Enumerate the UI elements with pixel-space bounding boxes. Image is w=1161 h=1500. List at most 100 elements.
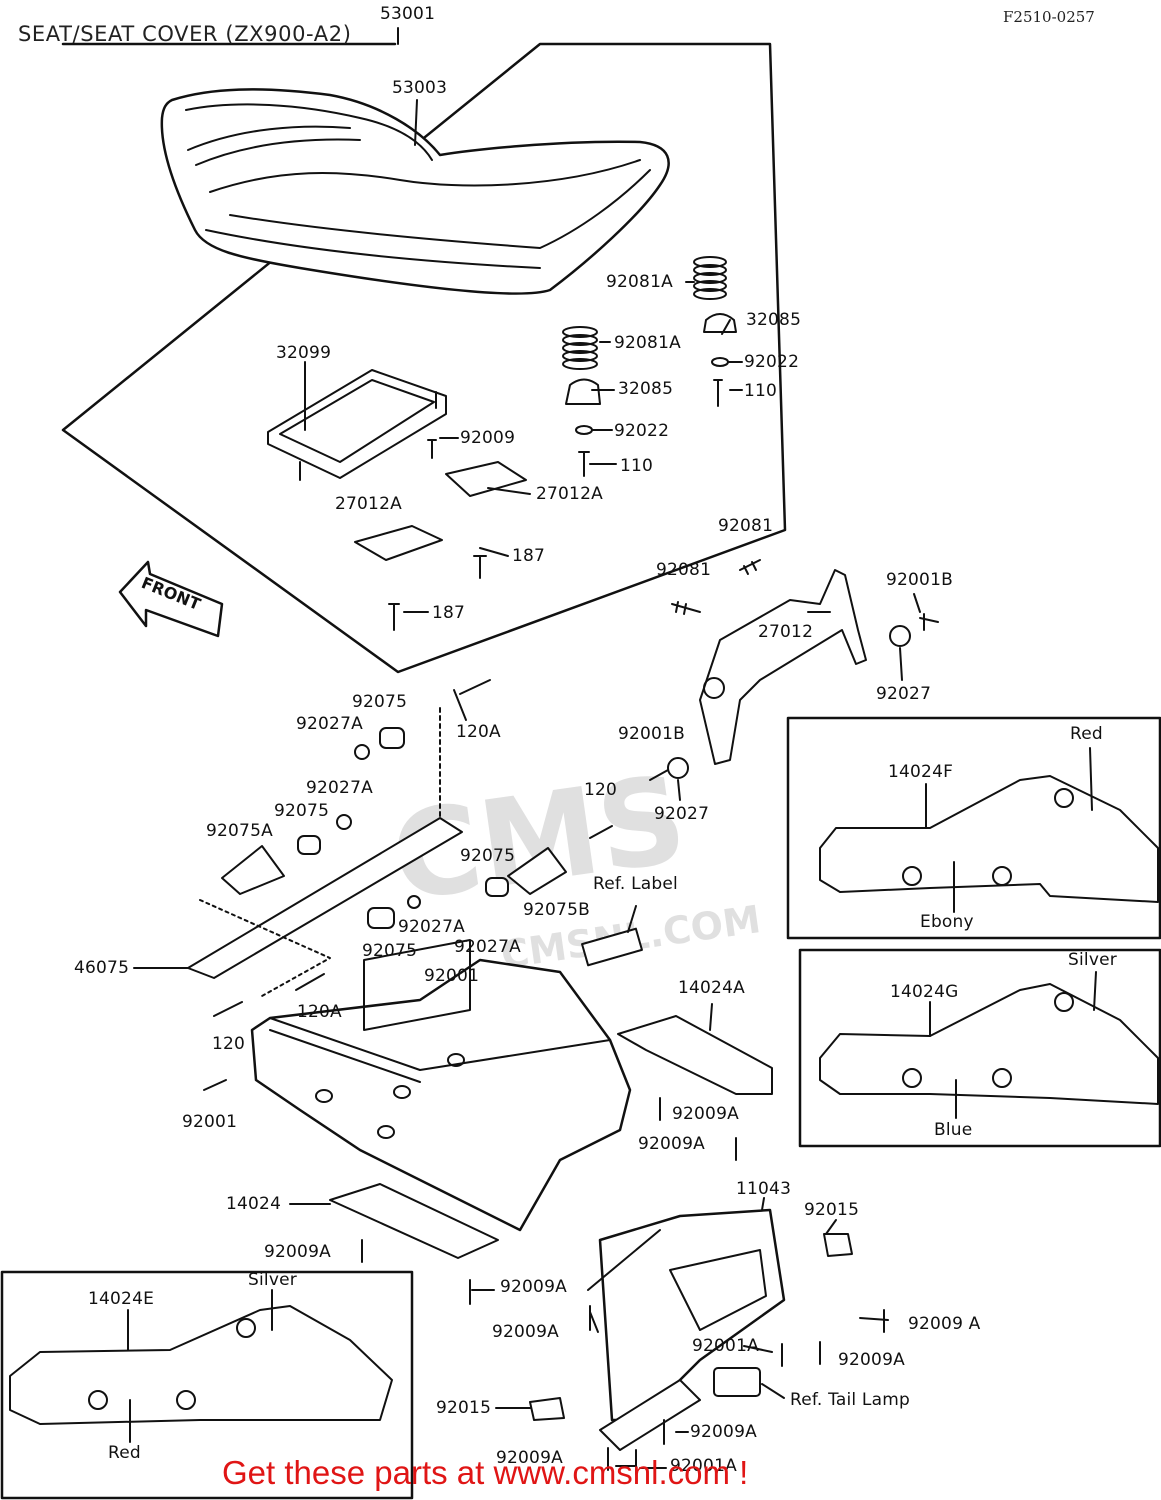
part-110[interactable]: 110 [744,381,778,401]
inset-e-bottom-color: Red [108,1443,141,1463]
inset-e-part[interactable]: 14024E [88,1289,155,1309]
front-arrow-icon [118,560,224,638]
part-92009A[interactable]: 92009A [638,1134,705,1154]
part-92027A[interactable]: 92027A [296,714,363,734]
part-92001B[interactable]: 92001B [886,570,953,590]
part-92075[interactable]: 92075 [460,846,516,866]
part-32085[interactable]: 32085 [618,379,674,399]
bolt-icon [473,555,487,579]
part-92027A[interactable]: 92027A [398,917,465,937]
promo-link[interactable]: Get these parts at www.cmsnl.com ! [222,1454,749,1491]
ref-label[interactable]: Ref. Label [593,874,678,894]
part-46075[interactable]: 46075 [74,958,130,978]
part-92001B[interactable]: 92001B [618,724,685,744]
grommet-icon [297,835,321,855]
seat-latch-icon [699,569,867,765]
part-92009[interactable]: 92009 [460,428,516,448]
part-92009A[interactable]: 92009A [496,1448,563,1468]
tail-cover-icon [250,939,632,1232]
damper-icon [507,847,567,895]
part-120[interactable]: 120 [212,1034,246,1054]
inset-g-top-color: Silver [1068,950,1117,970]
part-92075[interactable]: 92075 [362,941,418,961]
ref-tail-lamp[interactable]: Ref. Tail Lamp [790,1390,910,1410]
part-92009A[interactable]: 92009A [690,1422,757,1442]
side-cover-icon [9,1305,393,1425]
inset-f-top-color: Red [1070,724,1103,744]
part-92001A[interactable]: 92001A [670,1456,737,1476]
part-92081[interactable]: 92081 [656,560,712,580]
grommet-icon [379,727,405,749]
nut-icon [407,895,421,909]
grommet-icon [485,877,509,897]
part-92081A[interactable]: 92081A [606,272,673,292]
bolt-icon [427,439,437,459]
inset-frame [0,1270,414,1500]
part-92009A[interactable]: 92009A [500,1277,567,1297]
part-92022[interactable]: 92022 [614,421,670,441]
part-92027[interactable]: 92027 [654,804,710,824]
part-14024[interactable]: 14024 [226,1194,282,1214]
part-92081[interactable]: 92081 [718,516,774,536]
bolt-icon [295,973,325,991]
part-92009A[interactable]: 92009 A [908,1314,981,1334]
spring-icon [739,559,761,575]
side-cover-icon [819,775,1159,903]
nut-icon [354,744,370,760]
inset-f-part[interactable]: 14024F [888,762,954,782]
inset-e-top-color: Silver [248,1270,297,1290]
part-92001A[interactable]: 92001A [692,1336,759,1356]
inset-g-part[interactable]: 14024G [890,982,959,1002]
part-27012[interactable]: 27012 [758,622,814,642]
diagram-code: F2510-0257 [1003,8,1095,26]
part-92027A[interactable]: 92027A [306,778,373,798]
part-32099[interactable]: 32099 [276,343,332,363]
damper-icon [565,378,601,405]
part-92015[interactable]: 92015 [804,1200,860,1220]
part-92009A[interactable]: 92009A [838,1350,905,1370]
part-92009A[interactable]: 92009A [492,1322,559,1342]
part-92027[interactable]: 92027 [876,684,932,704]
part-14024A[interactable]: 14024A [678,978,745,998]
part-92001[interactable]: 92001 [424,966,480,986]
part-53001[interactable]: 53001 [380,4,436,24]
seat-assembly-outline [61,42,787,674]
part-32085[interactable]: 32085 [746,310,802,330]
part-92081A[interactable]: 92081A [614,333,681,353]
part-187[interactable]: 187 [512,546,546,566]
seat-icon [160,88,670,295]
bolt-icon [578,451,590,477]
part-53003[interactable]: 53003 [392,78,448,98]
inset-f-bottom-color: Ebony [920,912,974,932]
part-92075[interactable]: 92075 [274,801,330,821]
bracket-icon [445,461,527,497]
part-92075[interactable]: 92075 [352,692,408,712]
part-187[interactable]: 187 [432,603,466,623]
tail-bracket-icon [598,1208,786,1451]
part-92015[interactable]: 92015 [436,1398,492,1418]
part-120[interactable]: 120 [584,780,618,800]
part-110[interactable]: 110 [620,456,654,476]
nut-icon [336,814,352,830]
inset-frame [798,948,1161,1148]
part-92075A[interactable]: 92075A [206,821,273,841]
part-92022[interactable]: 92022 [744,352,800,372]
spring-icon [671,601,701,615]
label-icon [581,927,643,967]
part-92075B[interactable]: 92075B [523,900,590,920]
part-27012A[interactable]: 27012A [536,484,603,504]
bolt-icon [713,379,723,407]
grommet-icon [889,625,911,647]
part-92001[interactable]: 92001 [182,1112,238,1132]
side-cover-icon [819,983,1159,1105]
part-27012A[interactable]: 27012A [335,494,402,514]
part-92009A[interactable]: 92009A [264,1242,331,1262]
part-92027A[interactable]: 92027A [454,937,521,957]
part-120A[interactable]: 120A [456,722,501,742]
grab-rail-icon [187,817,463,979]
part-92009A[interactable]: 92009A [672,1104,739,1124]
part-120A[interactable]: 120A [297,1002,342,1022]
part-11043[interactable]: 11043 [736,1179,792,1199]
